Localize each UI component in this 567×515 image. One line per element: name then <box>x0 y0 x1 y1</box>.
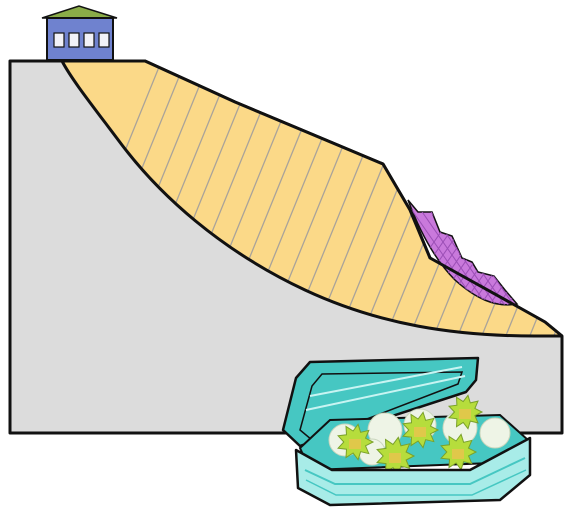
house-window <box>53 32 65 48</box>
house-window <box>98 32 110 48</box>
house-roof <box>41 5 118 19</box>
chest-lid-stripe <box>305 375 466 411</box>
house-window <box>68 32 80 48</box>
pearl <box>479 417 511 449</box>
chest-band <box>304 457 526 485</box>
gem-core <box>459 409 471 419</box>
slope-surface-line <box>62 59 563 338</box>
house-on-crest <box>41 5 118 61</box>
gem-core <box>452 449 464 459</box>
gem-core <box>349 439 361 449</box>
debris-hatch-line <box>496 200 517 305</box>
treasure-chest <box>281 356 532 507</box>
chest-treasure <box>328 394 511 476</box>
chest-band <box>305 469 527 496</box>
debris-hatch-line <box>478 200 517 305</box>
slip-surface-line <box>60 60 562 338</box>
gem-core <box>389 453 401 463</box>
chest-front <box>294 436 532 507</box>
house-window <box>83 32 95 48</box>
chest-lid-stripe <box>309 366 463 397</box>
slide-hatch-line <box>543 61 562 336</box>
pearl <box>367 412 403 448</box>
gem-core <box>414 427 426 437</box>
